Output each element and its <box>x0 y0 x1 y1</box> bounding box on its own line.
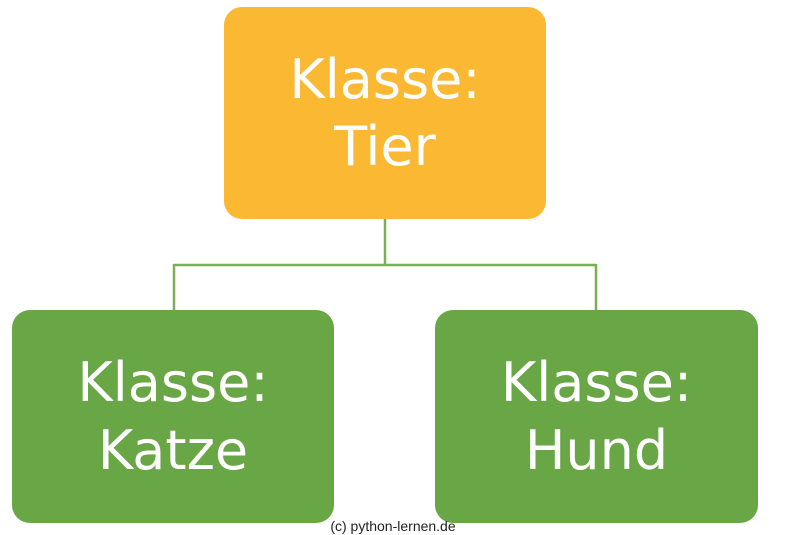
class-node-hund-label: Klasse: <box>500 351 693 414</box>
class-node-tier-name: Tier <box>334 115 436 178</box>
class-node-katze-name: Katze <box>97 418 249 482</box>
class-node-hund-name: Hund <box>524 418 669 482</box>
class-node-hund: Klasse: Hund <box>435 310 758 523</box>
class-node-tier-label: Klasse: <box>289 47 481 111</box>
class-node-tier: Klasse: Tier <box>224 7 546 219</box>
class-node-katze: Klasse: Katze <box>12 310 334 523</box>
class-node-katze-label: Klasse: <box>77 351 269 414</box>
copyright-credit: (c) python-lernen.de <box>330 518 456 534</box>
